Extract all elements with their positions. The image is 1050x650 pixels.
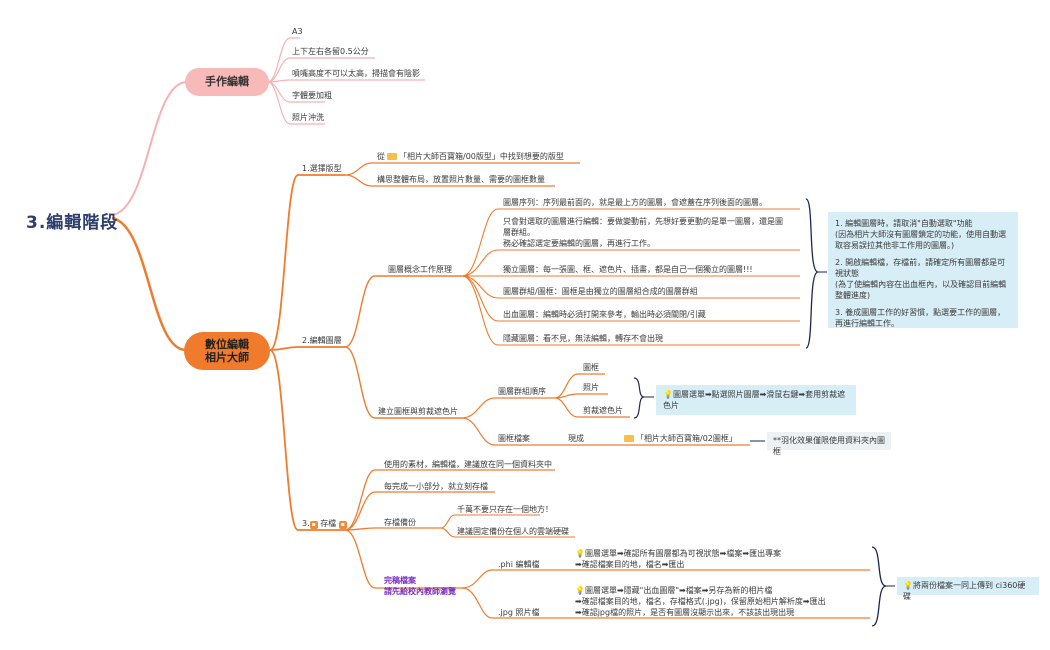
links-frame bbox=[461, 373, 750, 446]
file-label: 圖框檔案 bbox=[498, 434, 530, 443]
lightbulb-icon: 💡 bbox=[575, 586, 585, 595]
concept-item: 圖層群組/圖框：圖框是由獨立的圖層組合成的圖層群組 bbox=[503, 287, 698, 296]
manual-topic: 手作編輯 bbox=[185, 68, 269, 96]
order-item: 圖框 bbox=[583, 363, 599, 372]
save-icon: ▪ bbox=[309, 521, 318, 529]
links-manual bbox=[267, 37, 425, 125]
order-item: 剪裁遮色片 bbox=[583, 406, 623, 415]
links-concepts bbox=[461, 208, 800, 346]
folder-icon bbox=[387, 153, 397, 160]
phi-label: .phi 編輯檔 bbox=[498, 560, 540, 569]
links-digital bbox=[269, 174, 345, 531]
digital-title-line1: 數位編輯 bbox=[205, 338, 249, 351]
section-3-label: 3.▪ 存檔 ▪ bbox=[302, 519, 347, 529]
backup-label: 存檔備份 bbox=[384, 518, 416, 527]
brace-upload bbox=[871, 546, 887, 627]
jpg-label: .jpg 照片檔 bbox=[498, 608, 540, 617]
s3-item: 每完成一小部分，就立刻存檔 bbox=[384, 482, 488, 491]
lightbulb-icon: 💡 bbox=[575, 549, 585, 558]
order-tip-box: 💡圖層選單➡點選照片圖層➡滑鼠右鍵➡套用剪裁遮色片 bbox=[656, 385, 856, 415]
concept-item: 圖層序列：序列最前面的，就是最上方的圖層，會遮蓋在序列後面的圖層。 bbox=[503, 198, 767, 207]
phi-tip: 💡圖層選單➡確認所有圖層都為可視狀態➡檔案➡匯出專案 ➡確認檔案目的地，檔名➡匯… bbox=[575, 549, 782, 569]
ready-path: 「相片大師百寶箱/02圖框」 bbox=[622, 433, 737, 444]
manual-item: 照片沖洗 bbox=[292, 113, 324, 122]
manual-item: 上下左右各留0.5公分 bbox=[292, 47, 369, 56]
link-root-digital bbox=[111, 216, 187, 352]
root-topic: 3.編輯階段 bbox=[26, 213, 119, 233]
layer-notes-box: 1. 編輯圖層時，請取消"自動選取"功能 (因為相片大師沒有圖層鎖定的功能，使用… bbox=[828, 212, 1018, 328]
concept-item: 隱藏圖層：看不見，無法編輯，轉存不會出現 bbox=[503, 334, 663, 343]
section-1-label: 1.選擇版型 bbox=[302, 164, 342, 173]
manual-item: 字體要加粗 bbox=[292, 91, 332, 100]
lightbulb-icon: 💡 bbox=[903, 581, 913, 590]
manual-item: A3 bbox=[292, 27, 303, 36]
finish-label-line2: 請先給校內教師瀏覽 bbox=[384, 587, 456, 596]
links-s1 bbox=[344, 162, 580, 187]
frame-label: 建立圖框與剪裁遮色片 bbox=[378, 407, 458, 416]
upload-tip-box: 💡將兩份檔案一同上傳到 ci360硬碟 bbox=[897, 577, 1039, 601]
brace-notes bbox=[805, 198, 819, 349]
links-finish bbox=[461, 569, 870, 619]
manual-item: 噴嘴高度不可以太高，掃描會有陰影 bbox=[292, 69, 420, 78]
digital-title-line2: 相片大師 bbox=[205, 351, 249, 364]
s3-item: 使用的素材，編輯檔，建議放在同一個資料夾中 bbox=[384, 460, 552, 469]
s1-item: 構思整體布局，放置照片數量、需要的圖框數量 bbox=[377, 175, 545, 184]
links-backup bbox=[439, 514, 575, 538]
concept-item: 出血圖層：編輯時必須打開來參考，輸出時必須關閉/引藏 bbox=[503, 310, 706, 319]
save-icon: ▪ bbox=[338, 521, 347, 529]
backup-item: 千萬不要只存在一個地方！ bbox=[457, 505, 553, 514]
s1-item: 從「相片大師百寶箱/00版型」中找到想要的版型 bbox=[377, 152, 564, 161]
ready-label: 現成 bbox=[568, 434, 584, 443]
digital-topic: 數位編輯 相片大師 bbox=[184, 332, 270, 370]
ready-note-box: **羽化效果僅限使用資料夾內圖框 bbox=[767, 432, 891, 456]
concept-item: 務必確認選定要編輯的圖層，再進行工作。 bbox=[503, 239, 655, 248]
finish-label-line1: 完稿檔案 bbox=[384, 576, 416, 585]
links-s3 bbox=[344, 469, 555, 589]
order-label: 圖層群組順序 bbox=[498, 387, 546, 396]
section-2-label: 2.編輯圖層 bbox=[302, 336, 342, 345]
brace-order bbox=[633, 377, 645, 419]
jpg-tip: 💡圖層選單➡隱藏"出血圖層"➡檔案➡另存為新的相片檔 ➡確認檔案目的地，檔名，存… bbox=[575, 586, 826, 617]
concept-label: 圖層概念工作原理 bbox=[388, 265, 452, 274]
link-root-manual bbox=[111, 81, 188, 216]
concept-item: 獨立圖層：每一張圖、框、遮色片、插畫，都是自己一個獨立的圖層!!! bbox=[503, 265, 753, 274]
order-item: 照片 bbox=[583, 383, 599, 392]
folder-icon bbox=[624, 435, 634, 442]
lightbulb-icon: 💡 bbox=[663, 390, 673, 399]
backup-item: 建議固定備份在個人的雲端硬碟 bbox=[457, 527, 569, 536]
links-s2 bbox=[344, 275, 462, 419]
concept-item: 只會對選取的圖層進行編輯：要做變動前，先想好要更動的是單一圖層，還是圖層群組。 bbox=[503, 217, 783, 237]
